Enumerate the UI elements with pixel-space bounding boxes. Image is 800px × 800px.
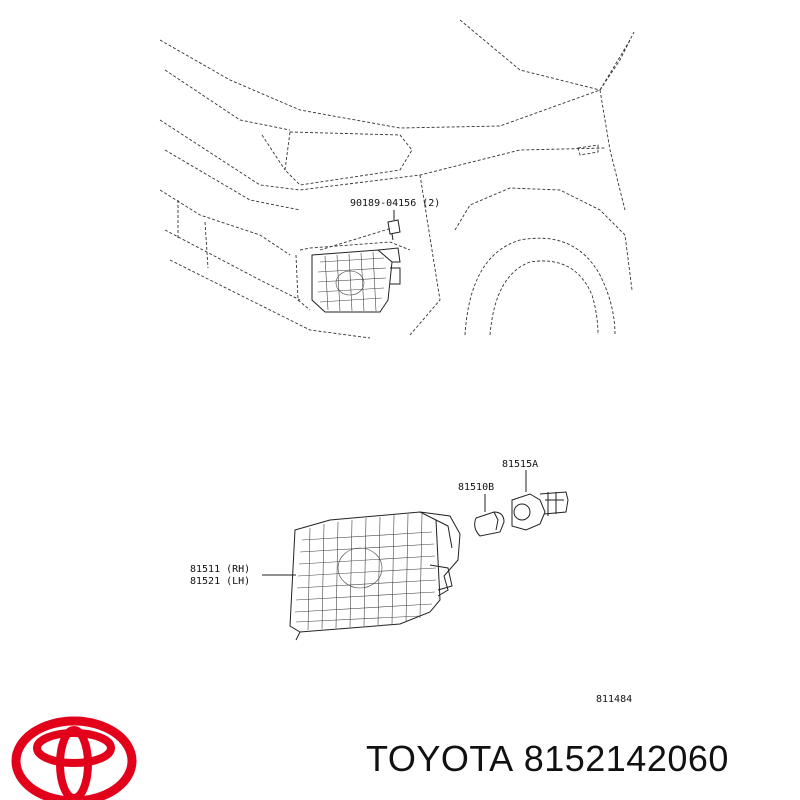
- toyota-logo-icon: [11, 716, 137, 800]
- drawing-number: 811484: [596, 694, 632, 705]
- label-bulb: 81510B: [458, 482, 494, 493]
- socket-part: [511, 491, 569, 531]
- label-lamp-rh: 81511 (RH): [190, 564, 250, 575]
- part-number: 8152142060: [523, 738, 729, 779]
- fog-lamp-assembly: [289, 511, 461, 641]
- brand-name: TOYOTA: [366, 738, 514, 779]
- label-lamp-lh: 81521 (LH): [190, 576, 250, 587]
- bulb-part: [474, 511, 505, 537]
- label-clip: 90189-04156 (2): [350, 198, 440, 209]
- car-front-outline: [159, 19, 635, 339]
- label-socket: 81515A: [502, 459, 538, 470]
- fog-lamp-on-car: [311, 247, 401, 313]
- clip-part: [387, 219, 401, 241]
